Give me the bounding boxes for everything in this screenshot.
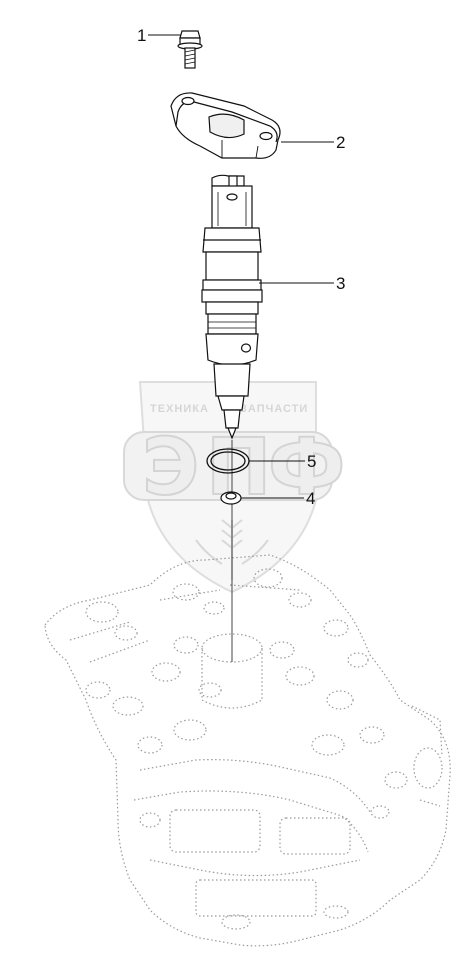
callout-5-label: 5: [307, 452, 316, 471]
clamp: [170, 92, 281, 159]
callout-2: 2: [281, 133, 345, 152]
cylinder-head: [44, 554, 451, 947]
watermark-text-right: ЗАПЧАСТИ: [240, 403, 308, 415]
callout-1-label: 1: [137, 26, 146, 45]
seal-washer: [220, 491, 242, 505]
callout-1: 1: [137, 26, 181, 45]
callout-4-label: 4: [306, 489, 315, 508]
callout-3-label: 3: [336, 274, 345, 293]
watermark-text-left: ТЕХНИКА: [150, 403, 209, 415]
watermark-letter-e: Э: [142, 423, 199, 513]
callout-4: 4: [241, 489, 315, 508]
callout-5: 5: [249, 452, 316, 471]
injector: [201, 174, 263, 440]
bolt: [177, 30, 203, 69]
callout-2-label: 2: [336, 133, 345, 152]
callout-3: 3: [259, 274, 345, 293]
